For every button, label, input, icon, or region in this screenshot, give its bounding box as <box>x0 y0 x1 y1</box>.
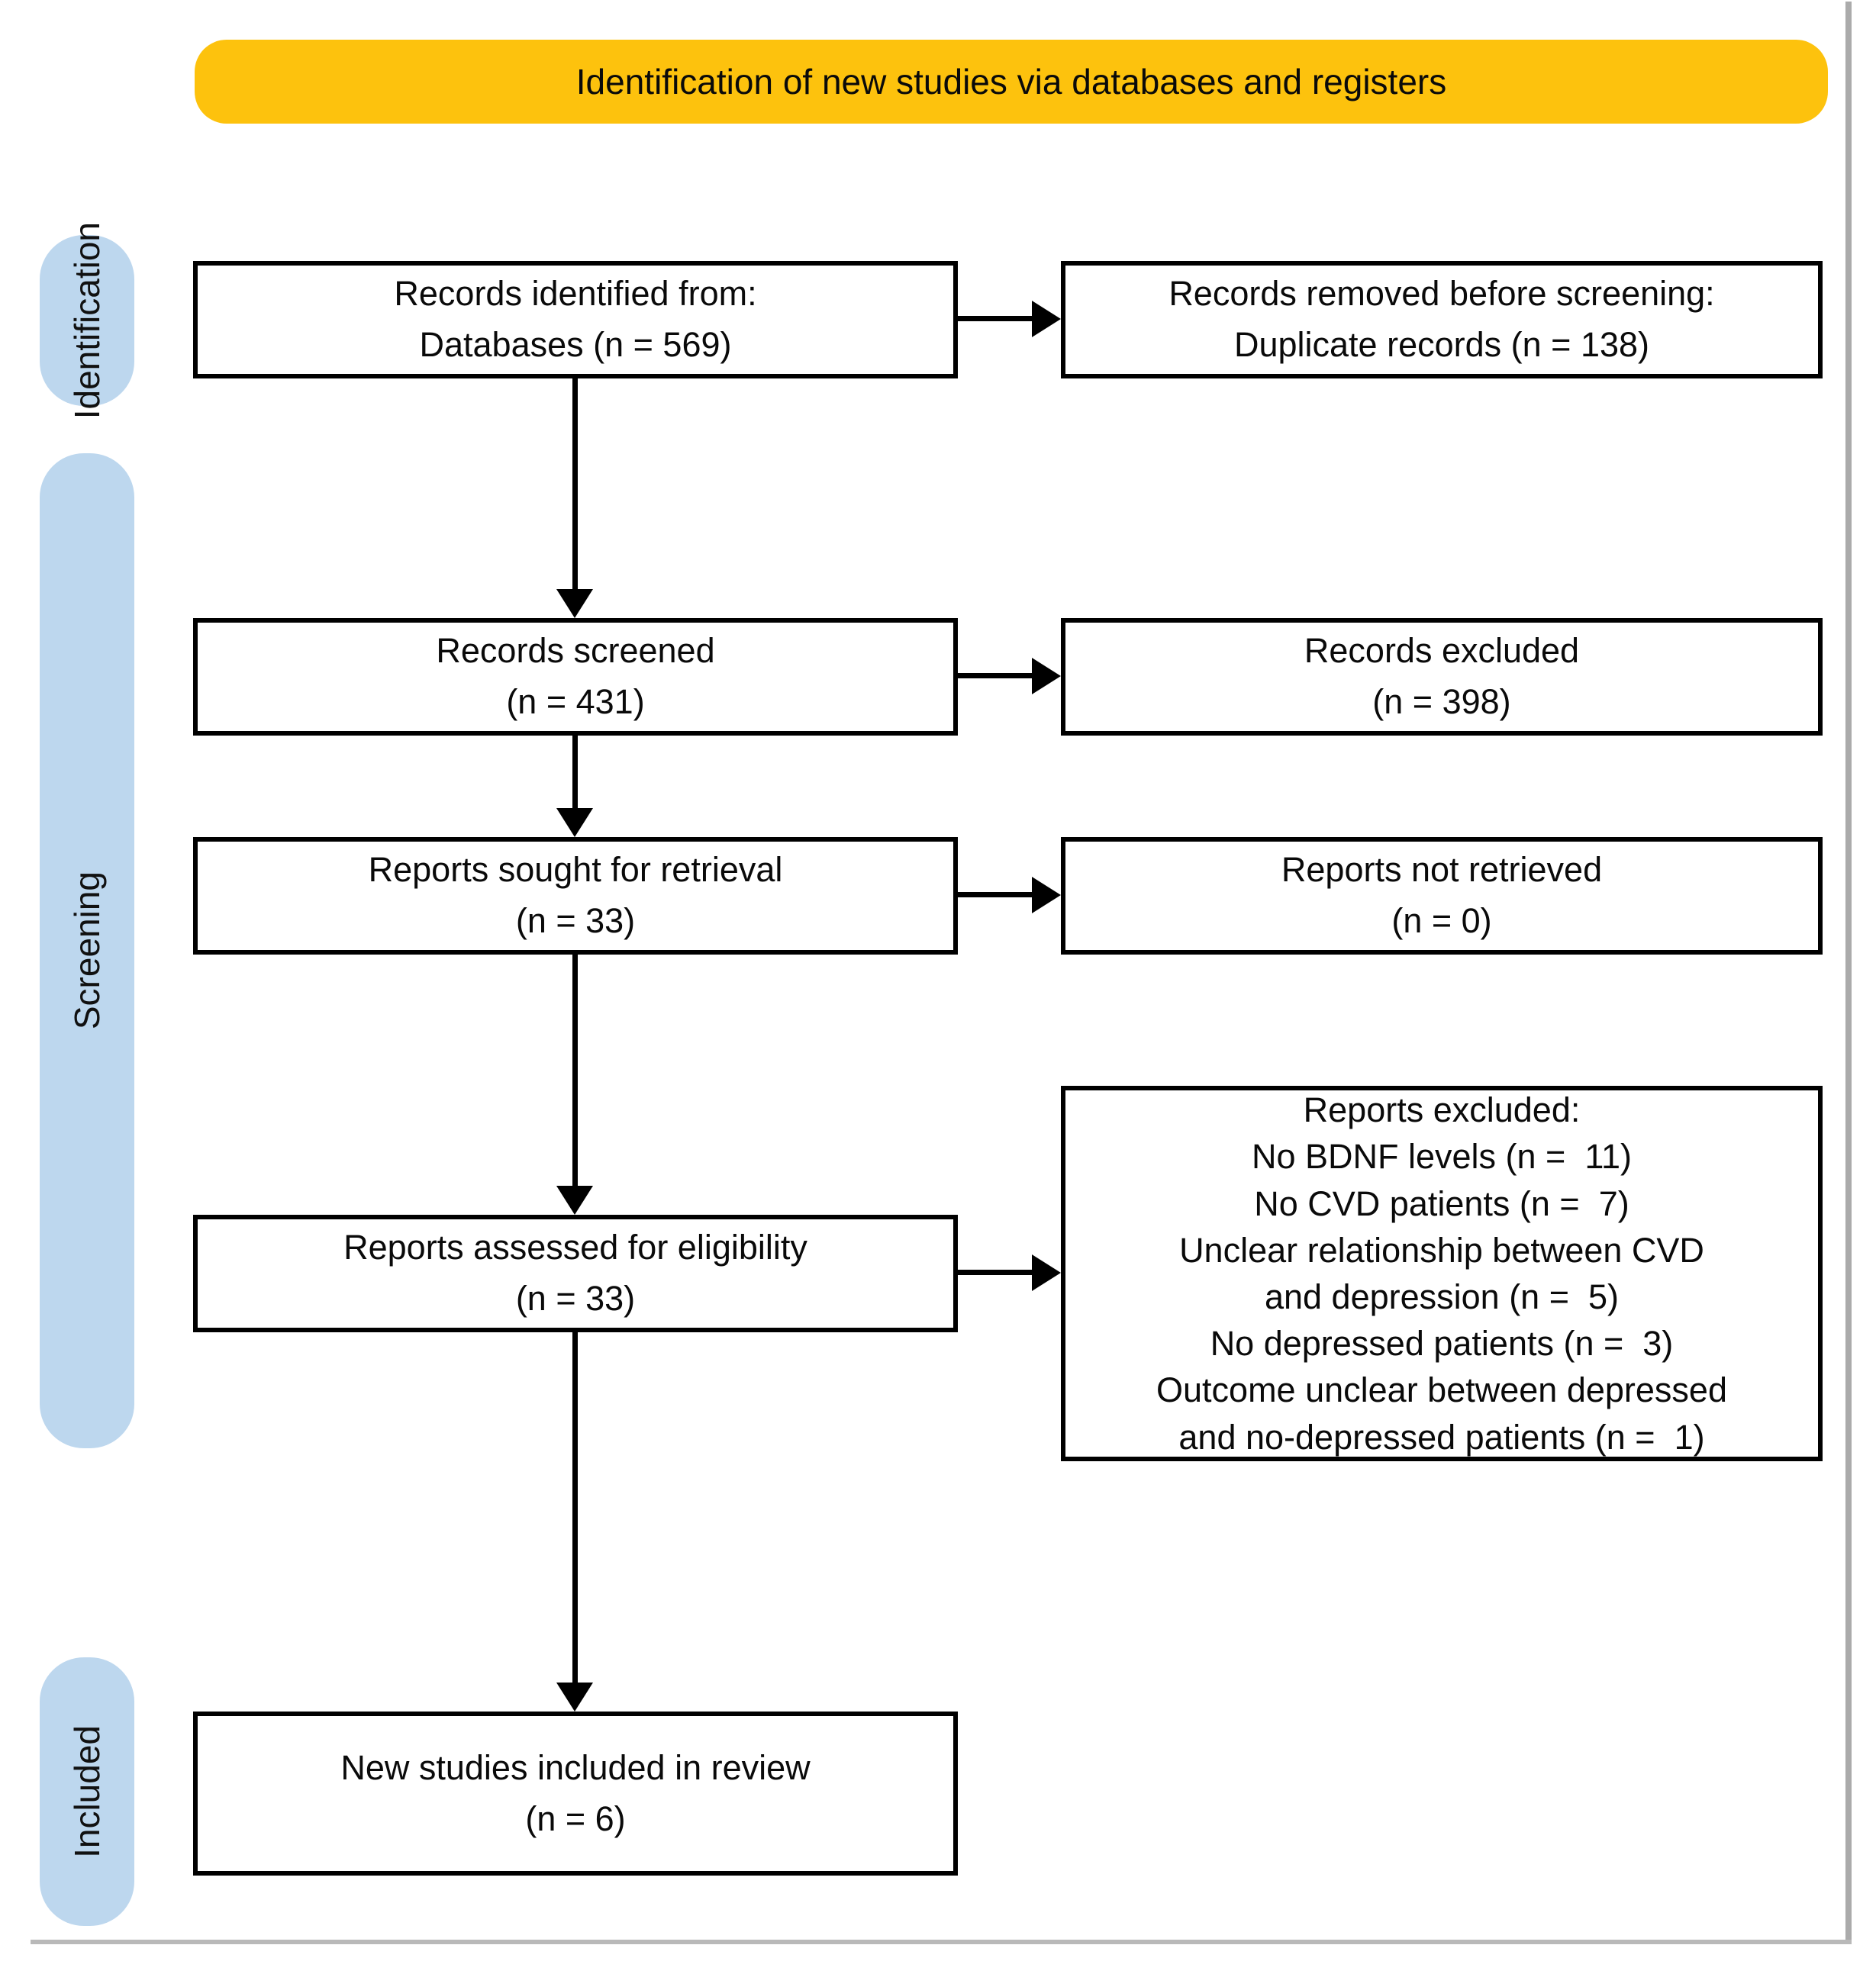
stage-label-identification: Identification <box>67 221 107 420</box>
box-records-identified: Records identified from: Databases (n = … <box>193 261 958 378</box>
arrow-sought-to-notretrieved-line <box>956 892 1032 897</box>
arrow-screened-to-sought-line <box>572 735 578 808</box>
arrow-identified-to-removed-line <box>956 316 1032 321</box>
stage-pill-screening: Screening <box>40 453 134 1448</box>
frame-shadow-right <box>1845 2 1852 1943</box>
arrow-sought-to-assessed-head-icon <box>556 1186 593 1215</box>
box-reports-assessed: Reports assessed for eligibility (n = 33… <box>193 1215 958 1332</box>
box-reports-not-retrieved: Reports not retrieved (n = 0) <box>1061 837 1823 955</box>
box-reports-sought: Reports sought for retrieval (n = 33) <box>193 837 958 955</box>
arrow-identified-to-screened-head-icon <box>556 589 593 618</box>
arrow-sought-to-assessed-line <box>572 954 578 1186</box>
arrow-screened-to-sought-head-icon <box>556 808 593 837</box>
arrow-assessed-to-included-head-icon <box>556 1683 593 1712</box>
arrow-sought-to-notretrieved-head-icon <box>1032 877 1061 913</box>
box-studies-included: New studies included in review (n = 6) <box>193 1712 958 1876</box>
arrow-assessed-to-excludedreasons-head-icon <box>1032 1254 1061 1291</box>
stage-label-screening: Screening <box>67 871 107 1030</box>
box-records-removed: Records removed before screening: Duplic… <box>1061 261 1823 378</box>
arrow-assessed-to-excludedreasons-line <box>956 1270 1032 1275</box>
stage-pill-included: Included <box>40 1657 134 1926</box>
stage-label-included: Included <box>67 1725 107 1858</box>
box-reports-excluded-reasons: Reports excluded: No BDNF levels (n = 11… <box>1061 1086 1823 1461</box>
arrow-screened-to-excluded-line <box>956 673 1032 678</box>
box-records-excluded: Records excluded (n = 398) <box>1061 618 1823 736</box>
arrow-assessed-to-included-line <box>572 1332 578 1683</box>
arrow-identified-to-screened-line <box>572 378 578 589</box>
arrow-screened-to-excluded-head-icon <box>1032 658 1061 694</box>
frame-shadow-bottom <box>31 1940 1852 1944</box>
arrow-identified-to-removed-head-icon <box>1032 301 1061 337</box>
stage-pill-identification: Identification <box>40 222 134 419</box>
diagram-title-banner: Identification of new studies via databa… <box>195 40 1828 124</box>
box-records-screened: Records screened (n = 431) <box>193 618 958 736</box>
